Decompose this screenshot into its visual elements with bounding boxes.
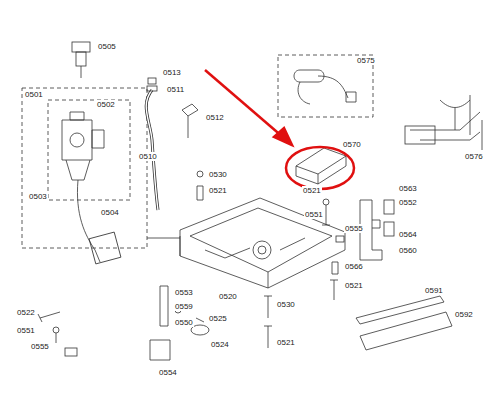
callout-number: 0521 [344, 281, 364, 290]
callout-number: 0511 [166, 85, 185, 94]
callout-number: 0512 [205, 113, 225, 122]
callout-number: 0530 [276, 300, 296, 309]
callout-number: 0555 [30, 342, 50, 351]
callout-number: 0521 [302, 186, 322, 195]
callout-number: 0501 [24, 90, 44, 99]
callout-number: 0560 [398, 246, 418, 255]
callout-number: 0555 [344, 224, 364, 233]
callout-number: 0525 [208, 314, 228, 323]
callout-number: 0570 [342, 140, 362, 149]
callout-number: 0521 [276, 338, 296, 347]
callout-number: 0551 [304, 210, 324, 219]
callout-number: 0576 [464, 152, 484, 161]
callout-number: 0510 [138, 152, 158, 161]
callout-number: 0521 [208, 186, 228, 195]
callout-number: 0564 [398, 230, 418, 239]
callout-number: 0566 [344, 262, 364, 271]
callout-number: 0591 [424, 286, 444, 295]
callout-number: 0503 [28, 192, 48, 201]
callout-number: 0513 [162, 68, 182, 77]
callout-number: 0520 [218, 292, 238, 301]
callout-number: 0530 [208, 170, 228, 179]
callout-number: 0575 [356, 56, 376, 65]
callout-number: 0522 [16, 308, 36, 317]
callout-number: 0563 [398, 184, 418, 193]
callout-number: 0524 [210, 340, 230, 349]
callout-number: 0504 [100, 208, 120, 217]
callout-number: 0592 [454, 310, 474, 319]
callout-number: 0505 [97, 42, 117, 51]
callout-number: 0553 [174, 288, 194, 297]
callout-number: 0554 [158, 368, 178, 377]
callout-number: 0502 [96, 100, 116, 109]
callout-number: 0550 [174, 318, 194, 327]
callout-number: 0552 [398, 198, 418, 207]
callout-number: 0551 [16, 326, 36, 335]
callout-number: 0559 [174, 302, 194, 311]
